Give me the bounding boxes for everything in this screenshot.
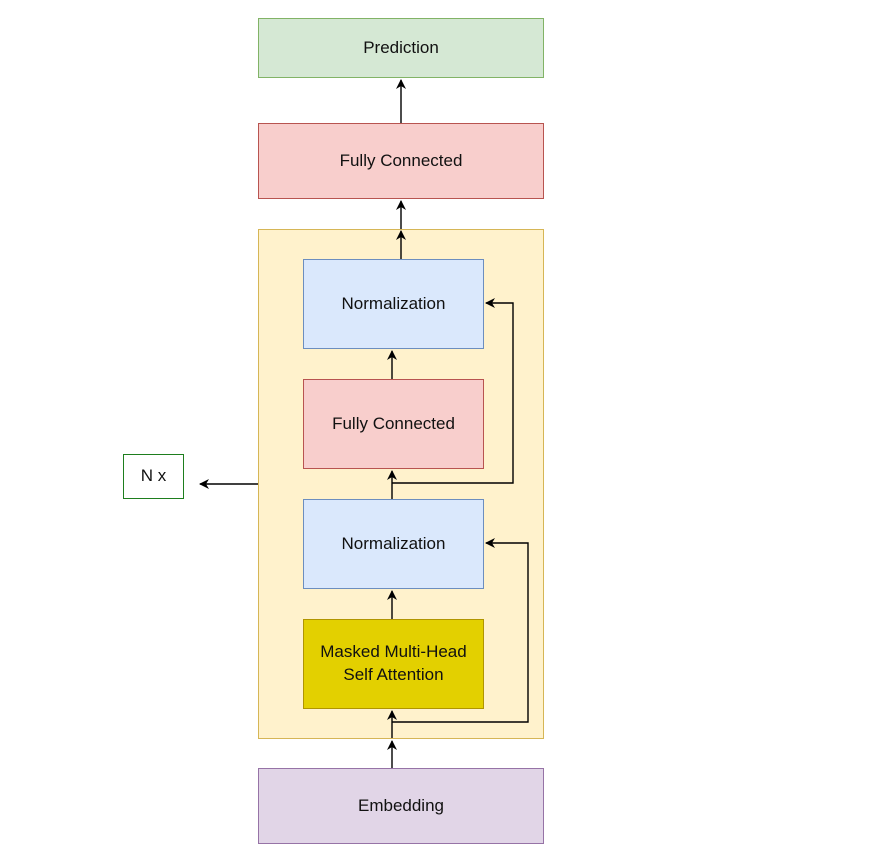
embedding-label: Embedding [357,795,444,815]
normalization-lower-box: Normalization [303,499,484,589]
fully-connected-inner-label: Fully Connected [332,413,455,433]
normalization-upper-label: Normalization [341,293,446,313]
prediction-label: Prediction [363,37,439,57]
fully-connected-output-box: Fully Connected [258,123,544,199]
fully-connected-output-label: Fully Connected [339,150,463,170]
fully-connected-inner-box: Fully Connected [303,379,484,469]
repeat-count-box: N x [123,454,184,499]
prediction-box: Prediction [258,18,544,78]
repeat-count-label: N x [140,466,167,486]
embedding-box: Embedding [258,768,544,844]
masked-attention-box: Masked Multi-Head Self Attention [303,619,484,709]
masked-attention-label: Masked Multi-Head Self Attention [320,642,467,684]
normalization-lower-label: Normalization [341,533,446,553]
normalization-upper-box: Normalization [303,259,484,349]
